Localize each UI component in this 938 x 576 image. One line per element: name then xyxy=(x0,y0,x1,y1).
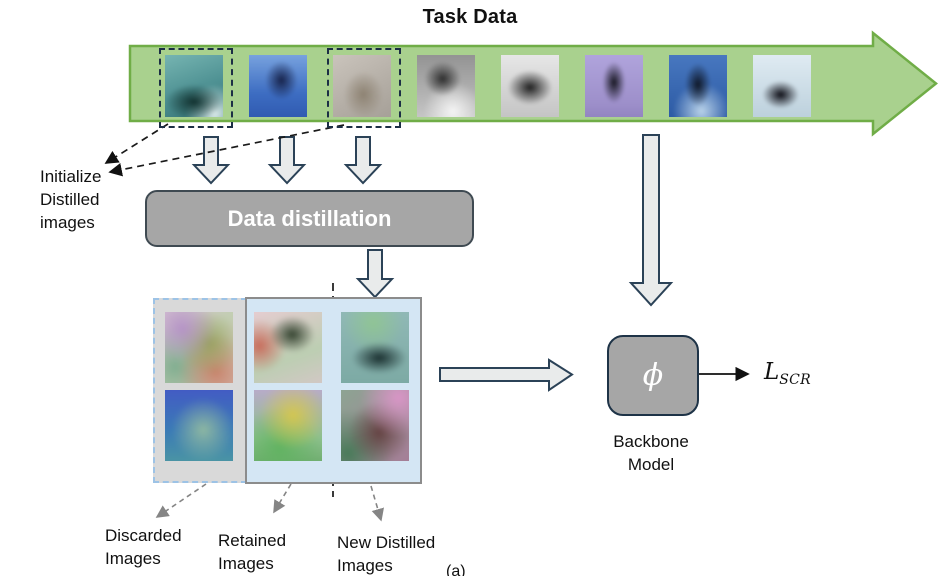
subfigure-caption: (a) xyxy=(446,563,466,576)
distilled-image-discarded-bottom xyxy=(165,390,233,461)
backbone-model-label: Backbone Model xyxy=(613,432,689,474)
down-arrow-to-panels xyxy=(355,249,395,299)
down-arrow-3 xyxy=(343,136,383,185)
selected-image-box-3 xyxy=(327,48,401,128)
new-distilled-pointer-arrow xyxy=(370,485,384,522)
discarded-pointer-arrow xyxy=(155,483,207,518)
task-image-orca-breach-white xyxy=(753,55,811,117)
retained-images-label: Retained Images xyxy=(218,531,287,574)
data-distillation-label: Data distillation xyxy=(227,205,392,231)
initialize-distilled-label: Initialize Distilled images xyxy=(40,167,102,232)
distilled-image-discarded-top xyxy=(165,312,233,383)
distilled-image-retained-top xyxy=(254,312,322,383)
loss-term: LSCR xyxy=(764,359,811,388)
distilled-image-new-bottom xyxy=(341,390,409,461)
task-image-orca-breach-purple xyxy=(585,55,643,117)
down-arrow-to-backbone xyxy=(628,134,674,307)
task-image-orca-breach-blue xyxy=(669,55,727,117)
initialize-dashed-line-1 xyxy=(104,123,169,164)
data-distillation-box: Data distillation xyxy=(145,190,474,247)
distilled-image-retained-bottom xyxy=(254,390,322,461)
selected-image-box-1 xyxy=(159,48,233,128)
task-image-whale-grayscale xyxy=(501,55,559,117)
down-arrow-2 xyxy=(267,136,307,185)
new-distilled-images-label: New Distilled Images xyxy=(337,533,436,576)
distilled-image-new-top xyxy=(341,312,409,383)
initialize-dashed-line-2 xyxy=(108,124,345,177)
task-image-whale-breach-grayscale xyxy=(417,55,475,117)
phi-symbol: ϕ xyxy=(642,358,664,393)
loss-main: L xyxy=(764,359,780,385)
task-image-humpback-breach-blue xyxy=(249,55,307,117)
discarded-images-label: Discarded Images xyxy=(105,526,182,569)
backbone-model-box: ϕ xyxy=(607,335,699,416)
page-title: Task Data xyxy=(422,6,518,28)
retained-pointer-arrow xyxy=(273,483,292,514)
right-arrow-to-backbone xyxy=(439,358,574,392)
loss-subscript: SCR xyxy=(779,372,812,388)
down-arrow-1 xyxy=(191,136,231,185)
